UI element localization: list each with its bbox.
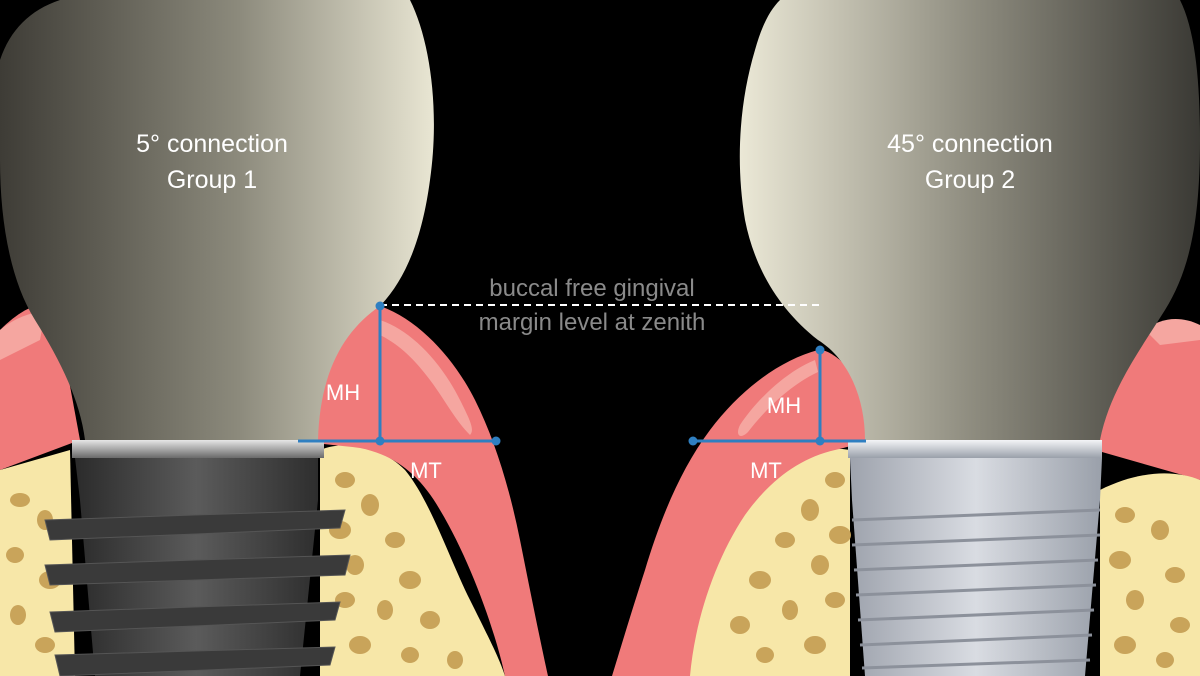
- left-connection-label: 5° connection: [136, 130, 288, 158]
- left-group-label: Group 1: [167, 166, 257, 194]
- right-connection-label: 45° connection: [887, 130, 1053, 158]
- right-mh-label: MH: [767, 393, 801, 418]
- left-implant-collar: [72, 440, 324, 458]
- right-group-label: Group 2: [925, 166, 1015, 194]
- right-mt-label: MT: [750, 458, 782, 483]
- left-mt-label: MT: [410, 458, 442, 483]
- margin-label-line1: buccal free gingival: [489, 275, 694, 302]
- right-implant-collar: [848, 440, 1102, 458]
- margin-label-line2: margin level at zenith: [479, 309, 706, 336]
- left-mh-label: MH: [326, 380, 360, 405]
- right-implant-group: [612, 0, 1200, 676]
- left-implant-group: [0, 0, 548, 676]
